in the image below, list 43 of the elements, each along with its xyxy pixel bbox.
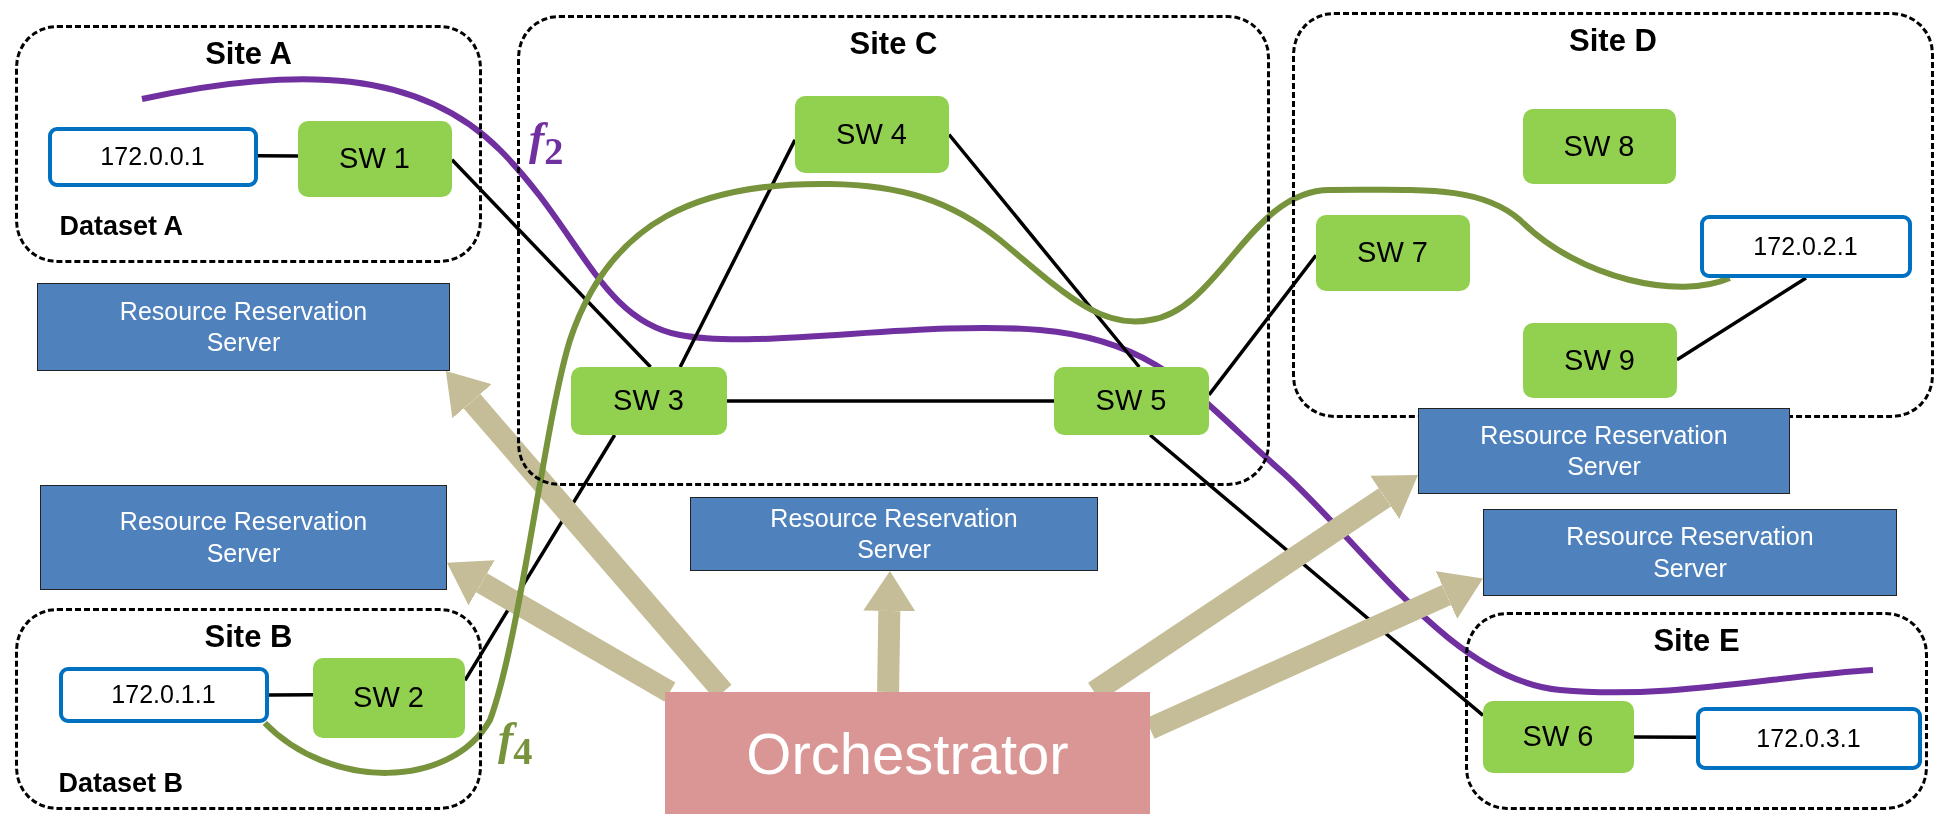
site-title: Site E [1653,623,1740,659]
ip-address-box: 172.0.3.1 [1695,706,1922,770]
site-title: Site B [204,619,293,655]
server-box: Resource Reservation Server [1483,509,1897,596]
block-arrow [863,571,916,693]
link-line [727,399,1054,403]
switch-box: SW 9 [1522,322,1677,398]
link-line [947,133,1141,369]
link-line [258,154,298,158]
switch-box: SW 6 [1482,700,1634,773]
block-arrow [447,560,676,702]
site-group [15,608,482,810]
server-box: Resource Reservation Server [40,485,447,590]
site-group [1465,612,1928,810]
flow-label: f$_{2}$ [529,112,564,174]
site-title: Site A [205,36,292,72]
switch-box: SW 5 [1053,366,1209,435]
server-box: Resource Reservation Server [690,497,1098,571]
orchestrator-box: Orchestrator [665,692,1150,814]
link-line [450,158,652,369]
flow-path [262,181,1731,776]
site-title: Site D [1569,23,1657,59]
switch-box: SW 3 [570,366,727,435]
ip-address-box: 172.0.0.1 [47,126,258,187]
switch-box: SW 8 [1522,108,1676,184]
ip-address-box: 172.0.2.1 [1699,214,1912,278]
switch-box: SW 7 [1315,214,1470,291]
link-line [269,693,313,697]
server-box: Resource Reservation Server [37,283,450,371]
switch-box: SW 1 [297,120,452,197]
server-box: Resource Reservation Server [1418,408,1790,494]
switch-box: SW 4 [794,95,949,173]
dataset-caption: Dataset B [58,767,184,799]
link-line [1634,735,1696,739]
ip-address-box: 172.0.1.1 [58,666,269,723]
link-line [1676,276,1807,362]
flow-label: f$_{4}$ [498,712,533,774]
switch-box: SW 2 [312,657,465,738]
dataset-caption: Dataset A [59,210,184,242]
site-group [15,25,482,263]
site-group [1292,12,1934,418]
site-title: Site C [849,26,938,62]
site-group [517,15,1270,486]
